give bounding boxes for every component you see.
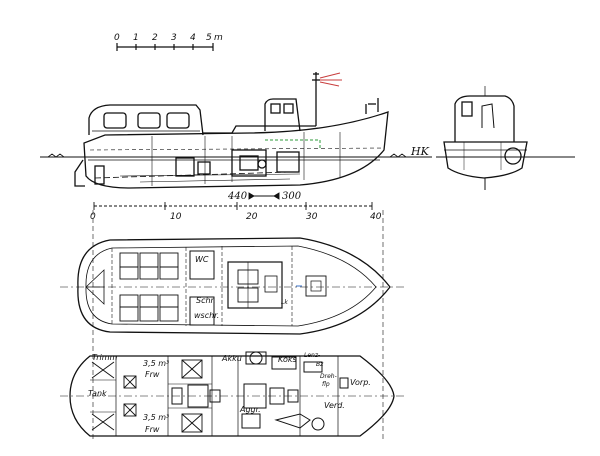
deckhouse	[88, 104, 204, 136]
label-akku: Akku	[221, 354, 242, 363]
scale-tick-3: 3	[171, 33, 177, 43]
rudder	[74, 159, 85, 187]
label-frw-bottom-volume: 3,5 m³	[143, 413, 169, 422]
main-deck-plan	[60, 237, 404, 335]
scale-tick-4: 4	[190, 33, 196, 43]
label-hatch: Lk	[281, 299, 288, 306]
wheelhouse-plan	[227, 261, 283, 309]
waterline-label: HK	[410, 145, 430, 158]
frame-tick-10: 10	[170, 212, 182, 222]
wheelhouse	[264, 98, 301, 132]
antenna-flare	[319, 72, 342, 87]
label-lenz-2: Bz	[316, 361, 324, 368]
scale-bar	[116, 43, 214, 51]
deck-outline	[77, 237, 391, 335]
label-dreh-2: flp	[322, 381, 330, 388]
frame-tick-20: 20	[246, 212, 258, 222]
hold-outline	[69, 355, 395, 437]
saloon-seating	[119, 252, 179, 322]
label-frw-top-volume: 3,5 m³	[143, 359, 169, 368]
dimension-line	[248, 192, 280, 200]
label-schrank: Schr.	[196, 296, 216, 305]
label-trimm: Trimm	[92, 353, 118, 362]
scale-tick-0: 0	[114, 33, 120, 43]
label-tank: Tank	[88, 389, 107, 398]
frame-tick-30: 30	[306, 212, 318, 222]
label-koks: Koks	[278, 355, 297, 364]
label-wandschrank: wschr.	[194, 311, 219, 320]
label-wc: WC	[195, 255, 209, 264]
scale-unit: m	[214, 33, 223, 43]
side-elevation	[74, 72, 389, 189]
front-section-view	[443, 86, 528, 190]
scale-tick-2: 2	[152, 33, 158, 43]
frame-tick-40: 40	[370, 212, 382, 222]
machinery-plan	[60, 351, 404, 437]
label-vorp: Vorp.	[350, 378, 371, 387]
scale-tick-5: 5	[206, 33, 212, 43]
propeller-shaft	[94, 171, 291, 179]
frame-scale	[93, 202, 373, 210]
hull-outline	[83, 111, 389, 189]
label-frw-top: Frw	[145, 370, 160, 379]
dimension-440: 440	[227, 191, 248, 202]
label-aggr: Aggr.	[239, 405, 261, 414]
label-lenz: Lenz-	[304, 352, 320, 359]
dimension-300: 300	[282, 191, 302, 202]
label-frw-bottom: Frw	[145, 425, 160, 434]
label-dreh: Dreh-	[320, 373, 337, 380]
scale-tick-1: 1	[133, 33, 139, 43]
label-verd: Verd.	[324, 401, 345, 410]
frame-tick-0: 0	[90, 212, 96, 222]
